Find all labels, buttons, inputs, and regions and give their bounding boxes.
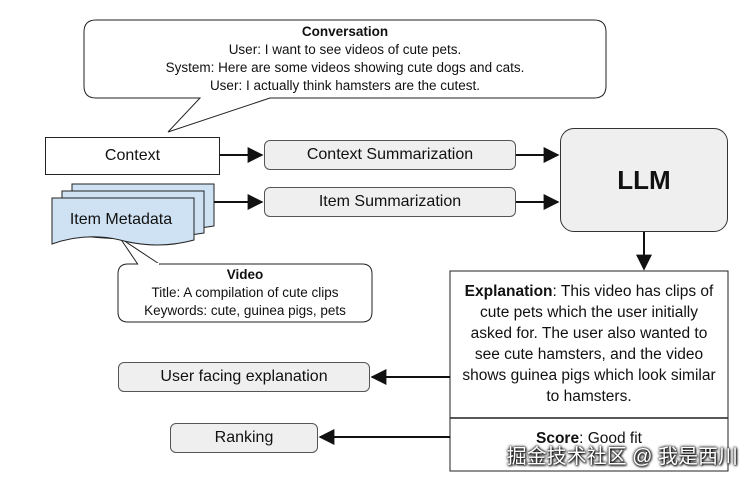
item-metadata-label: Item Metadata [69,211,173,228]
user-facing-explanation-node: User facing explanation [118,362,370,392]
context-summarization-node: Context Summarization [264,140,516,170]
score-label: Score [536,430,580,447]
explanation-label: Explanation [464,283,553,300]
metadata-sheet-front [51,197,195,246]
item-metadata-node: Item Metadata [52,200,190,240]
video-text: Video Title: A compilation of cute clips… [118,266,372,320]
video-line: Title: A compilation of cute clips [151,285,339,300]
context-summarization-label: Context Summarization [306,146,474,163]
conversation-text: Conversation User: I want to see videos … [84,23,606,95]
score-body: : Good fit [579,430,642,447]
item-summarization-node: Item Summarization [264,187,516,217]
llm-label: LLM [617,164,671,195]
user-facing-explanation-label: User facing explanation [160,368,328,385]
watermark-text: 掘金技术社区 @ 我是西川 [506,446,738,468]
ranking-node: Ranking [170,423,318,453]
video-title: Video [226,267,264,282]
video-line: Keywords: cute, guinea pigs, pets [144,303,346,318]
context-node: Context [45,137,220,175]
conversation-title: Conversation [301,24,389,39]
context-label: Context [104,147,161,164]
conversation-line: System: Here are some videos showing cut… [165,60,525,75]
conversation-line: User: I want to see videos of cute pets. [228,42,462,57]
explanation-body: : This video has clips of cute pets whic… [462,283,716,405]
explanation-text: Explanation: This video has clips of cut… [450,271,728,407]
explanation-box [449,270,729,472]
conversation-line: User: I actually think hamsters are the … [209,78,481,93]
conversation-bubble [83,19,607,133]
video-bubble [117,263,373,323]
llm-node: LLM [560,128,728,232]
ranking-label: Ranking [214,429,274,446]
item-summarization-label: Item Summarization [318,193,462,210]
score-text: Score: Good fit [450,428,728,449]
